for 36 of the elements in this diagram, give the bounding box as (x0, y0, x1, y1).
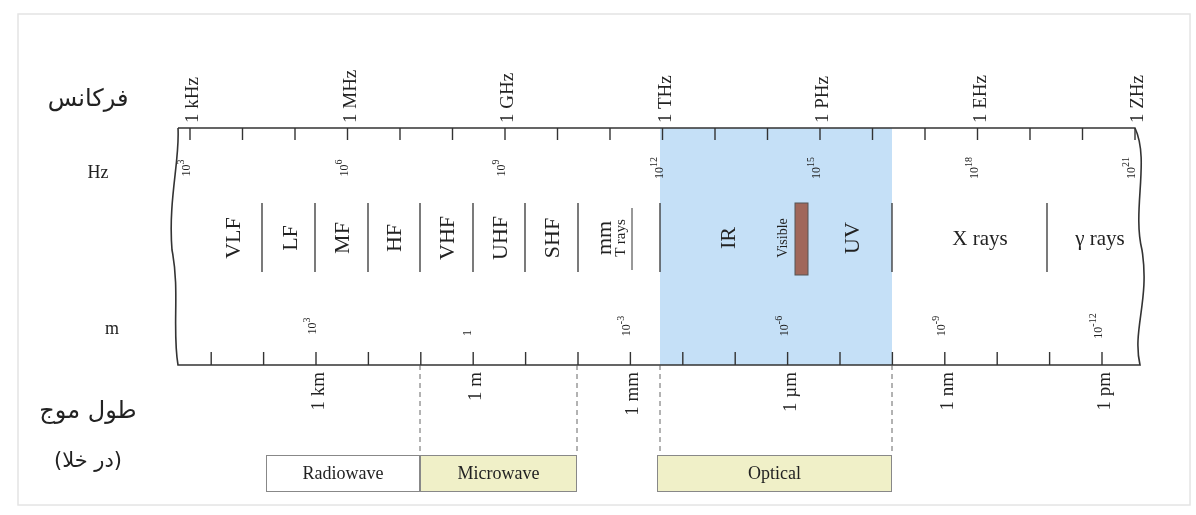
wavelength-label: 1 µm (779, 372, 799, 412)
axis-title: فرکانس (47, 86, 129, 110)
band-name: SHF (541, 217, 563, 259)
wavelength-label: 1 km (307, 372, 327, 411)
band-name: VLF (222, 217, 244, 259)
band-name: HF (383, 223, 405, 253)
axis-title: طول موج (39, 398, 137, 422)
frequency-label: 1 PHz (811, 76, 831, 123)
frequency-label: 1 EHz (969, 75, 988, 123)
band-box: Radiowave (266, 455, 420, 492)
band-name: VHF (436, 216, 458, 260)
frequency-label: 1 THz (654, 75, 673, 123)
wavelength-label: 1 pm (1093, 372, 1113, 411)
frequency-label: 1 kHz (181, 77, 201, 123)
unit-label: Hz (87, 163, 109, 181)
axis-title: (در خلا) (53, 449, 123, 471)
band-name: γ rays (1075, 227, 1125, 249)
tick-value: 1 (461, 330, 474, 336)
band-name: mm (593, 220, 615, 256)
band-box: Microwave (420, 455, 577, 492)
frequency-label: 1 MHz (339, 69, 358, 123)
band-name: T rays (612, 219, 628, 257)
wavelength-label: 1 nm (936, 372, 956, 411)
wavelength-label: 1 mm (621, 372, 641, 416)
band-name: UHF (489, 216, 511, 260)
frequency-label: 1 ZHz (1126, 75, 1146, 123)
wavelength-label: 1 m (464, 372, 484, 402)
band-name: IR (717, 227, 739, 249)
band-name: LF (279, 225, 301, 251)
band-name: X rays (952, 227, 1008, 249)
band-box: Optical (657, 455, 892, 492)
frequency-label: 1 GHz (496, 72, 516, 123)
band-name: UV (841, 222, 863, 254)
band-name: MF (331, 222, 353, 254)
band-name: Visible (776, 218, 790, 258)
unit-label: m (105, 319, 119, 337)
